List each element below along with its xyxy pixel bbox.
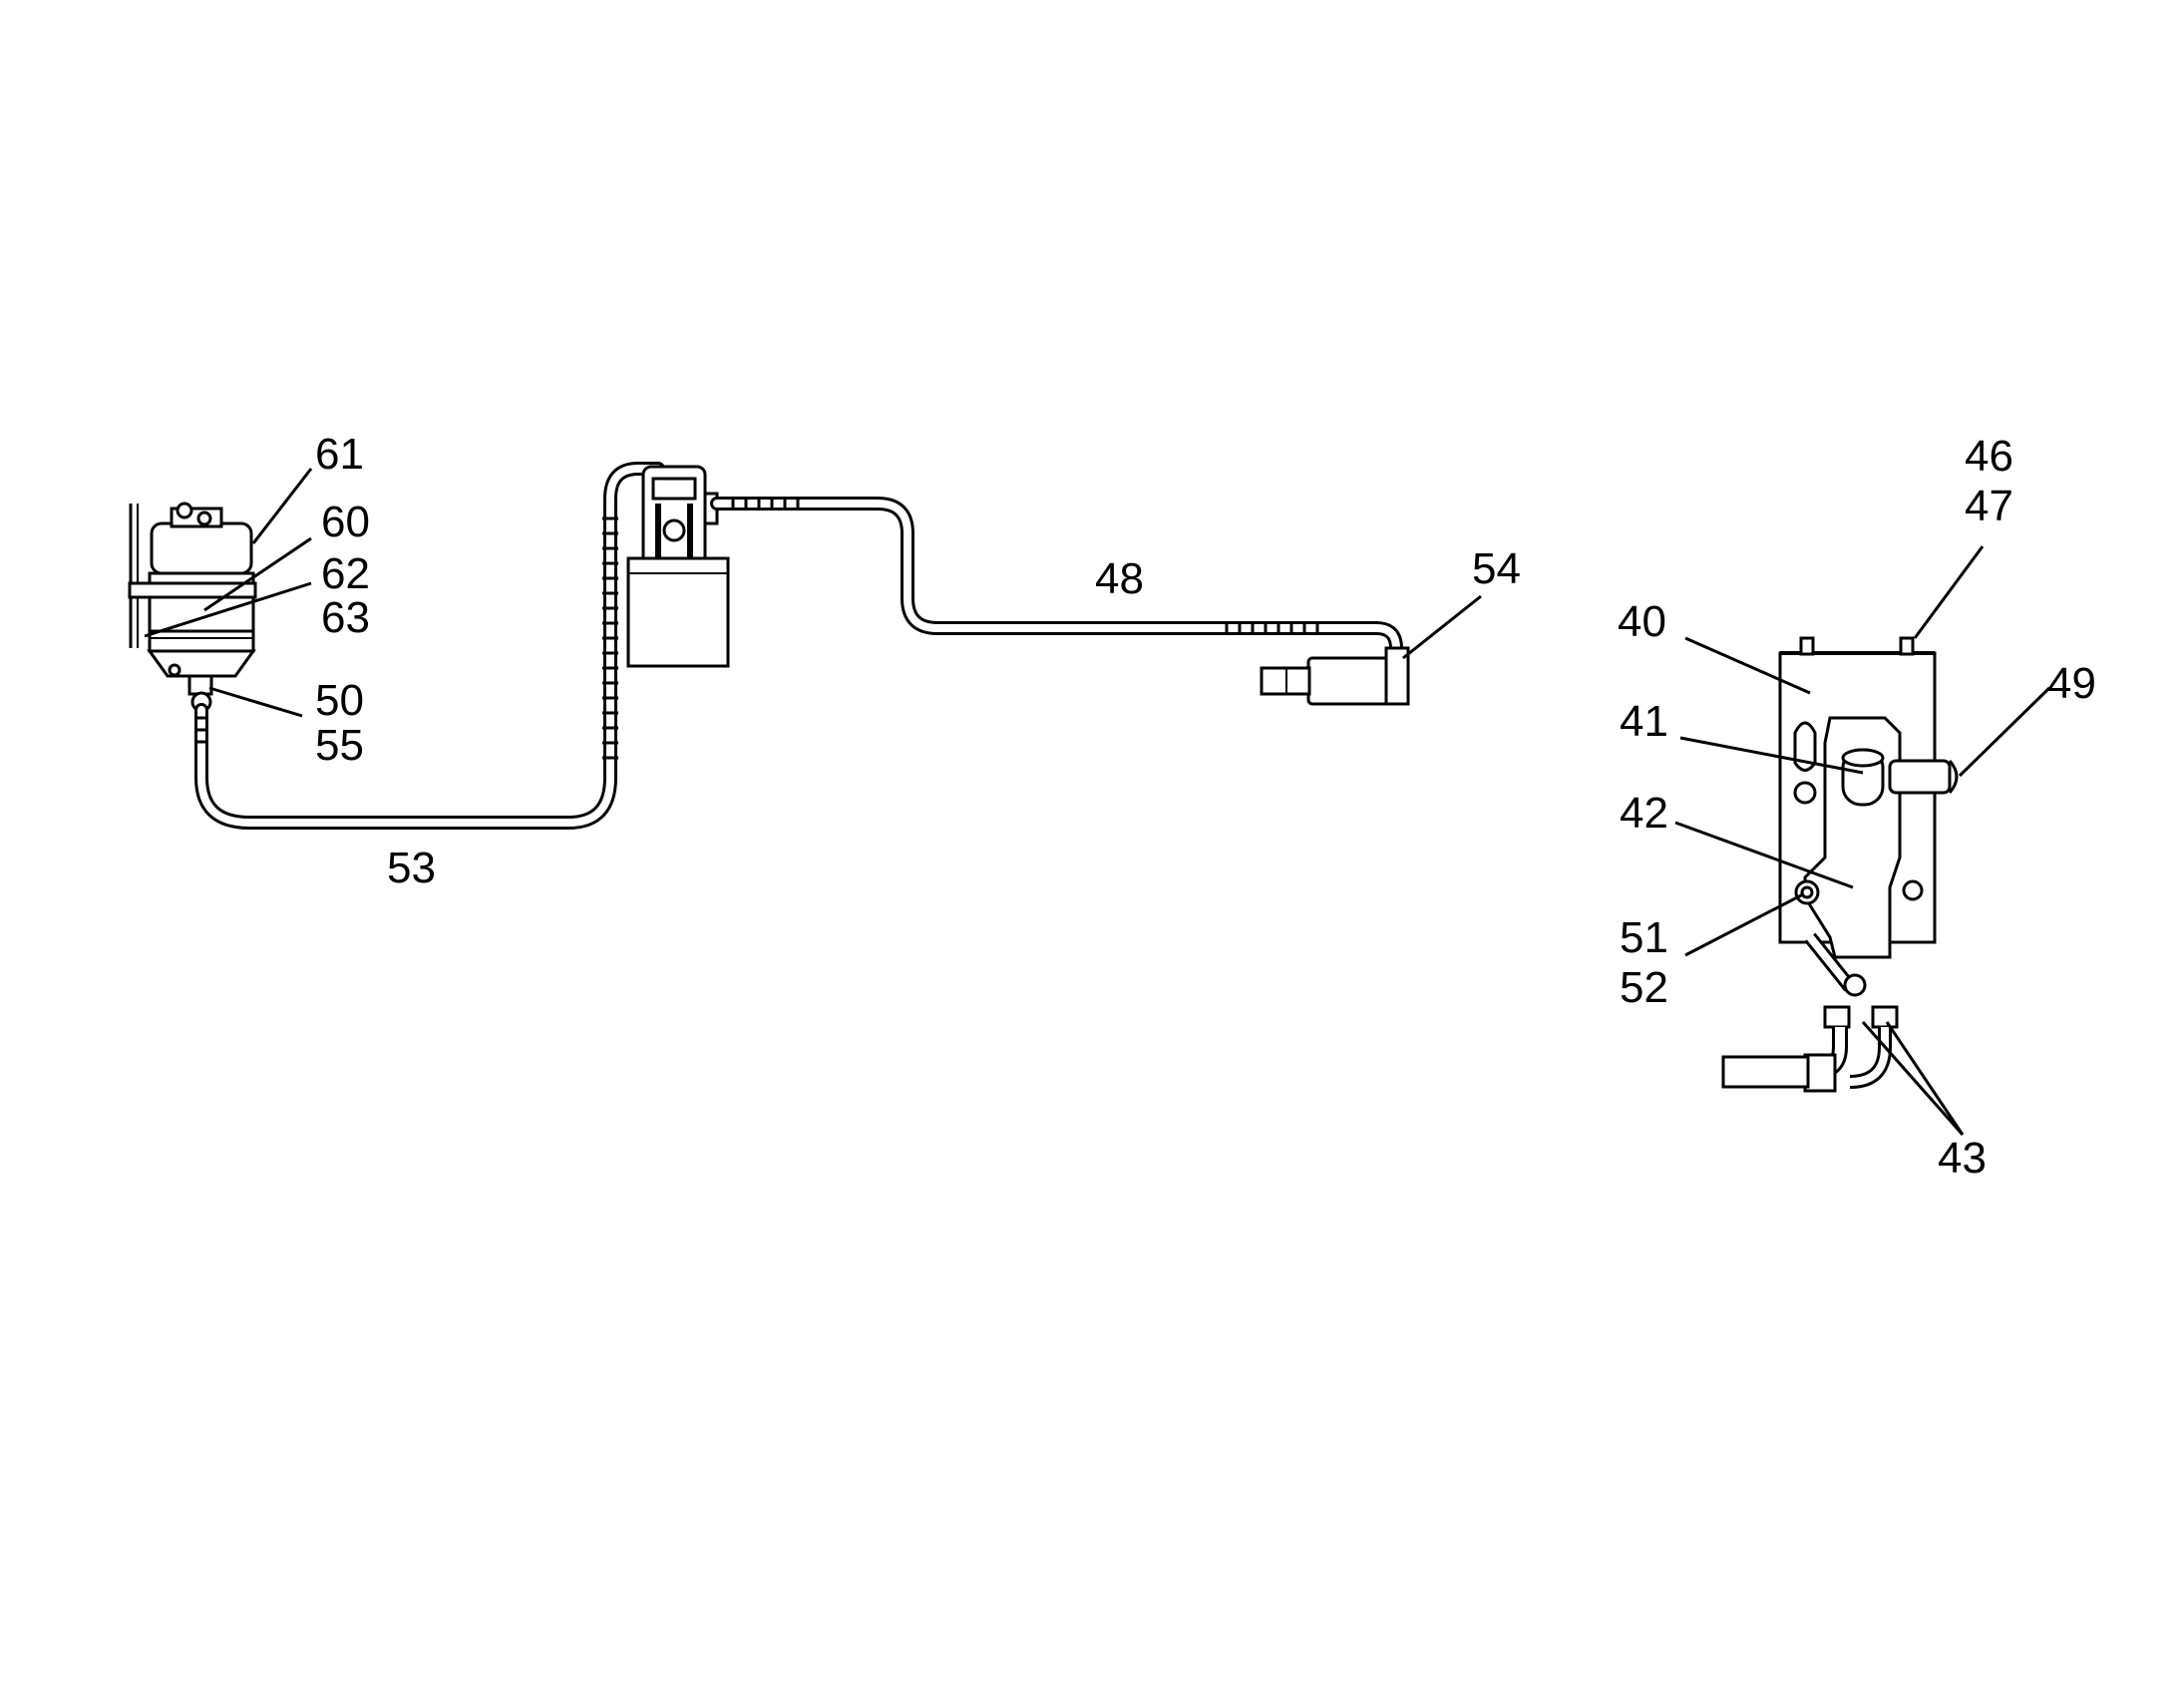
hose-48-corrugation bbox=[731, 497, 1319, 635]
callout-63: 63 bbox=[321, 593, 370, 642]
callout-52: 52 bbox=[1620, 963, 1668, 1012]
hose-corrugation bbox=[194, 516, 618, 760]
callout-46: 46 bbox=[1965, 432, 2013, 481]
callout-51: 51 bbox=[1620, 913, 1668, 962]
callout-60: 60 bbox=[321, 498, 370, 546]
callout-49: 49 bbox=[2047, 659, 2096, 708]
callout-42: 42 bbox=[1620, 789, 1668, 838]
elbow-connector-54 bbox=[1260, 646, 1410, 706]
callout-48: 48 bbox=[1095, 554, 1144, 603]
hose-53 bbox=[194, 462, 665, 830]
callout-41: 41 bbox=[1620, 697, 1668, 746]
callout-62: 62 bbox=[321, 549, 370, 598]
inline-pump-unit bbox=[626, 465, 730, 668]
callout-55: 55 bbox=[315, 721, 364, 770]
callout-50: 50 bbox=[315, 676, 364, 725]
callout-54: 54 bbox=[1472, 544, 1521, 593]
callout-43: 43 bbox=[1938, 1134, 1987, 1183]
callout-61: 61 bbox=[315, 430, 364, 479]
hose-48 bbox=[710, 497, 1403, 665]
callout-53: 53 bbox=[387, 844, 436, 892]
callout-labels: 61 60 62 63 50 55 53 48 54 46 47 40 49 4… bbox=[315, 430, 2096, 1183]
callout-40: 40 bbox=[1618, 597, 1666, 646]
leader-lines bbox=[144, 468, 2051, 1136]
callout-47: 47 bbox=[1965, 482, 2013, 530]
manifold-assembly bbox=[1721, 636, 1959, 1093]
